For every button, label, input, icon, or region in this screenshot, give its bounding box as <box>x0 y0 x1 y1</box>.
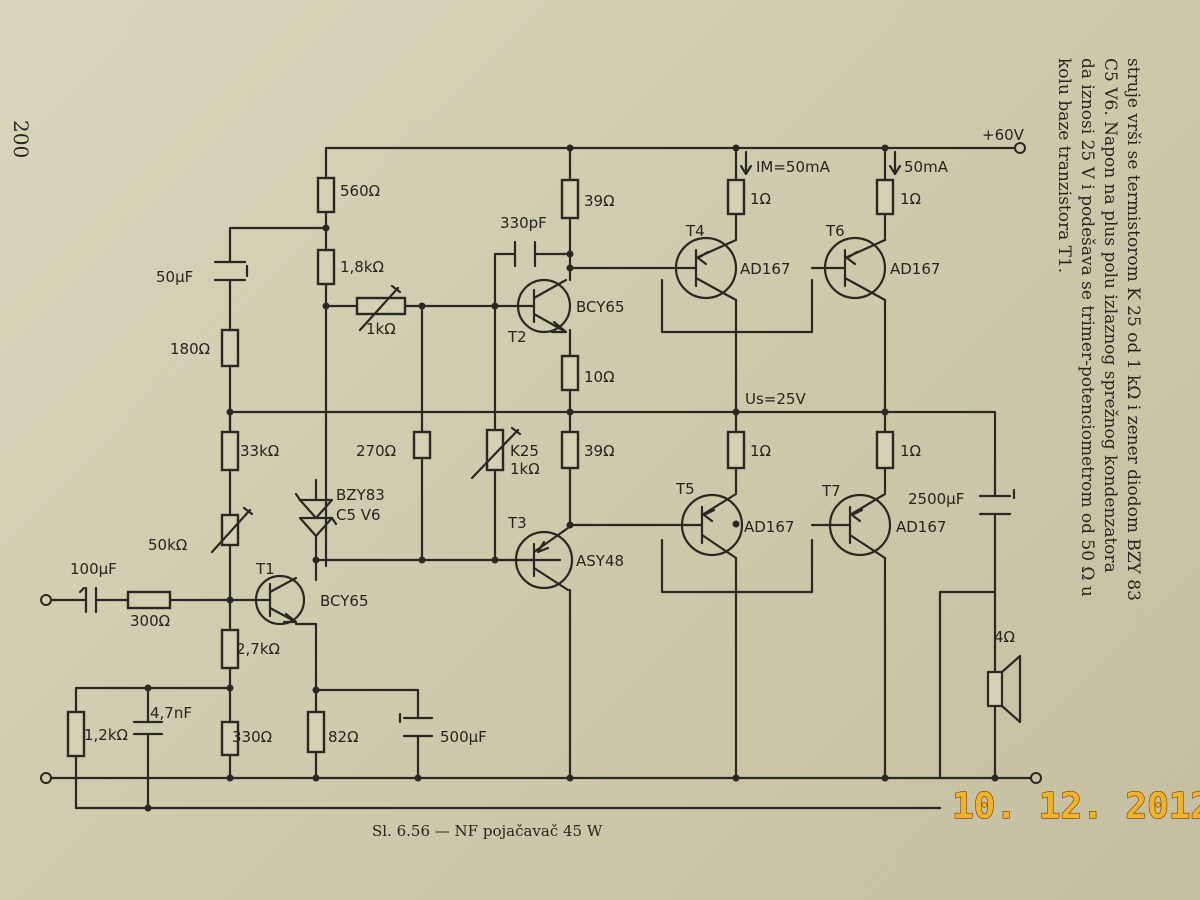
label-10: 10Ω <box>584 368 615 386</box>
transistor-t2-symbol <box>516 278 572 334</box>
transistor-t1-symbol <box>254 574 306 626</box>
label-zener-rating: C5 V6 <box>336 506 381 524</box>
label-180: 180Ω <box>170 340 210 358</box>
resistor-330 <box>220 720 240 757</box>
capacitor-4n7 <box>132 720 164 736</box>
transistor-t7-symbol <box>810 492 892 560</box>
side-text: struje vrši se termistorom K 25 od 1 kΩ … <box>1054 58 1143 601</box>
label-t5-type: AD167 <box>744 518 794 536</box>
resistor-1k2 <box>66 710 86 758</box>
label-t4-type: AD167 <box>740 260 790 278</box>
label-t2-type: BCY65 <box>576 298 625 316</box>
capacitor-100u <box>78 586 98 614</box>
label-82: 82Ω <box>328 728 359 746</box>
label-39-top: 39Ω <box>584 192 615 210</box>
side-text-line-3: da iznosi 25 V i podešava se trimer-pote… <box>1077 58 1097 597</box>
label-1k-trim: 1kΩ <box>366 320 396 338</box>
label-us: Us=25V <box>745 390 806 408</box>
label-500u: 500μF <box>440 728 487 746</box>
label-t7-ref: T7 <box>821 482 841 500</box>
label-1k2: 1,2kΩ <box>84 726 128 744</box>
label-50k: 50kΩ <box>148 536 187 554</box>
label-t1-type: BCY65 <box>320 592 369 610</box>
label-supply: +60V <box>982 126 1025 144</box>
transistor-t4-symbol <box>672 236 738 302</box>
label-t6-type: AD167 <box>890 260 940 278</box>
resistors <box>66 176 895 758</box>
resistor-39-top <box>560 178 580 220</box>
schematic-wires <box>50 146 1032 810</box>
label-2500u: 2500μF <box>908 490 964 508</box>
label-270: 270Ω <box>356 442 396 460</box>
label-speaker: 4Ω <box>994 628 1015 646</box>
label-k25-value: 1kΩ <box>510 460 540 478</box>
label-2k7: 2,7kΩ <box>236 640 280 658</box>
capacitor-500u <box>398 712 434 738</box>
resistor-300 <box>126 590 172 610</box>
side-text-line-1: struje vrši se termistorom K 25 od 1 kΩ … <box>1123 58 1143 601</box>
resistor-1-t4 <box>726 178 746 216</box>
resistor-33k <box>220 430 240 472</box>
label-t6-ref: T6 <box>825 222 845 240</box>
label-t3-type: ASY48 <box>576 552 624 570</box>
label-t7-type: AD167 <box>896 518 946 536</box>
junction-dots <box>144 144 999 812</box>
capacitor-2500u <box>978 488 1016 516</box>
label-100u: 100μF <box>70 560 117 578</box>
resistor-1k8 <box>316 248 336 286</box>
thermistor-k25 <box>485 428 505 472</box>
side-text-line-2: C5 V6. Napon na plus polu izlaznog sprež… <box>1100 58 1120 573</box>
label-current-main: IM=50mA <box>756 158 831 176</box>
label-zener-type: BZY83 <box>336 486 385 504</box>
label-t1-ref: T1 <box>255 560 275 578</box>
resistor-50k-trim <box>220 513 240 547</box>
label-1-t4: 1Ω <box>750 190 771 208</box>
resistor-270 <box>412 430 432 460</box>
date-stamp: 10. 12. 2012 <box>952 786 1200 827</box>
resistor-2k7 <box>220 628 240 670</box>
resistor-1-t7 <box>875 430 895 470</box>
resistor-82 <box>306 710 326 754</box>
capacitor-50u <box>213 260 249 282</box>
figure-caption: Sl. 6.56 — NF pojačavač 45 W <box>372 822 603 840</box>
transistor-t6-symbol <box>810 236 887 302</box>
label-4n7: 4,7nF <box>150 704 192 722</box>
page-number: 200 <box>9 120 33 158</box>
label-t5-ref: T5 <box>675 480 695 498</box>
resistor-560 <box>316 176 336 214</box>
label-330p: 330pF <box>500 214 547 232</box>
transistor-t3-symbol <box>493 526 574 592</box>
resistor-1-t6 <box>875 178 895 216</box>
label-t3-ref: T3 <box>507 514 527 532</box>
side-text-line-4: kolu baze tranzistora T1. <box>1054 58 1074 273</box>
resistor-39-bot <box>560 430 580 470</box>
terminals <box>40 142 1042 784</box>
label-300: 300Ω <box>130 612 170 630</box>
label-1-t7: 1Ω <box>900 442 921 460</box>
resistor-10 <box>560 354 580 392</box>
label-1-t6: 1Ω <box>900 190 921 208</box>
current-arrows <box>739 150 902 176</box>
label-k25: K25 <box>510 442 539 460</box>
speaker-symbol <box>986 654 1022 724</box>
capacitor-330p <box>513 240 537 268</box>
label-t2-ref: T2 <box>507 328 527 346</box>
transistor-t5-symbol <box>680 492 744 560</box>
label-t4-ref: T4 <box>685 222 705 240</box>
label-39-bot: 39Ω <box>584 442 615 460</box>
label-330: 330Ω <box>232 728 272 746</box>
resistor-180 <box>220 328 240 368</box>
label-1-t5: 1Ω <box>750 442 771 460</box>
zener-diode <box>294 478 338 568</box>
label-1k8: 1,8kΩ <box>340 258 384 276</box>
component-labels: 560Ω 1,8kΩ 1kΩ 50μF 180Ω 33kΩ 270Ω K25 1… <box>70 126 1025 746</box>
label-50u: 50μF <box>156 268 193 286</box>
label-current-aux: 50mA <box>904 158 949 176</box>
label-560: 560Ω <box>340 182 380 200</box>
capacitors <box>78 240 1016 738</box>
label-33k: 33kΩ <box>240 442 279 460</box>
resistor-1-t5 <box>726 430 746 470</box>
